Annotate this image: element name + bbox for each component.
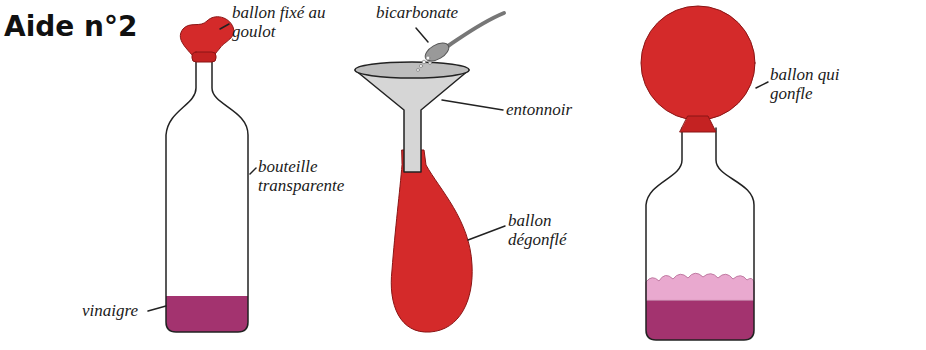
label-wrap: ballon dégonflé [508, 212, 590, 249]
balloon-ring [192, 52, 216, 62]
label-wrap: bicarbonate [376, 4, 476, 23]
callout-label: vinaigre [82, 302, 152, 321]
leader-line [468, 226, 505, 240]
bottle [646, 128, 754, 340]
vinegar [646, 298, 754, 340]
callout-label: ballon dégonflé [508, 212, 590, 249]
balloon-knot [680, 116, 716, 132]
label-wrap: bouteille transparente [258, 158, 362, 195]
leader-line [250, 168, 256, 174]
spoon-head [422, 39, 452, 64]
callout-label: entonnoir [506, 101, 596, 120]
deflated-balloon [391, 150, 472, 332]
bottle [166, 56, 248, 332]
label-wrap: ballon fixé au goulot [232, 4, 328, 41]
callout-label: bouteille transparente [258, 158, 362, 195]
powder [417, 56, 432, 72]
leader-line [442, 100, 503, 110]
leader-line [756, 82, 768, 88]
leader-line [416, 28, 428, 42]
foam [646, 273, 754, 300]
label-wrap: vinaigre [82, 302, 152, 321]
title-wrap: Aide n°2 [4, 12, 137, 43]
callout-label: bicarbonate [376, 4, 476, 23]
leader-line [220, 24, 229, 29]
callout-label: ballon fixé au goulot [232, 4, 328, 41]
title: Aide n°2 [4, 12, 137, 43]
leader-line [148, 306, 166, 311]
inflated-balloon [641, 6, 755, 120]
label-wrap: entonnoir [506, 101, 596, 120]
funnel-rim [355, 62, 469, 78]
funnel [355, 70, 469, 172]
label-wrap: ballon qui gonfle [770, 66, 860, 103]
callout-label: ballon qui gonfle [770, 66, 860, 103]
vinegar [166, 296, 248, 332]
